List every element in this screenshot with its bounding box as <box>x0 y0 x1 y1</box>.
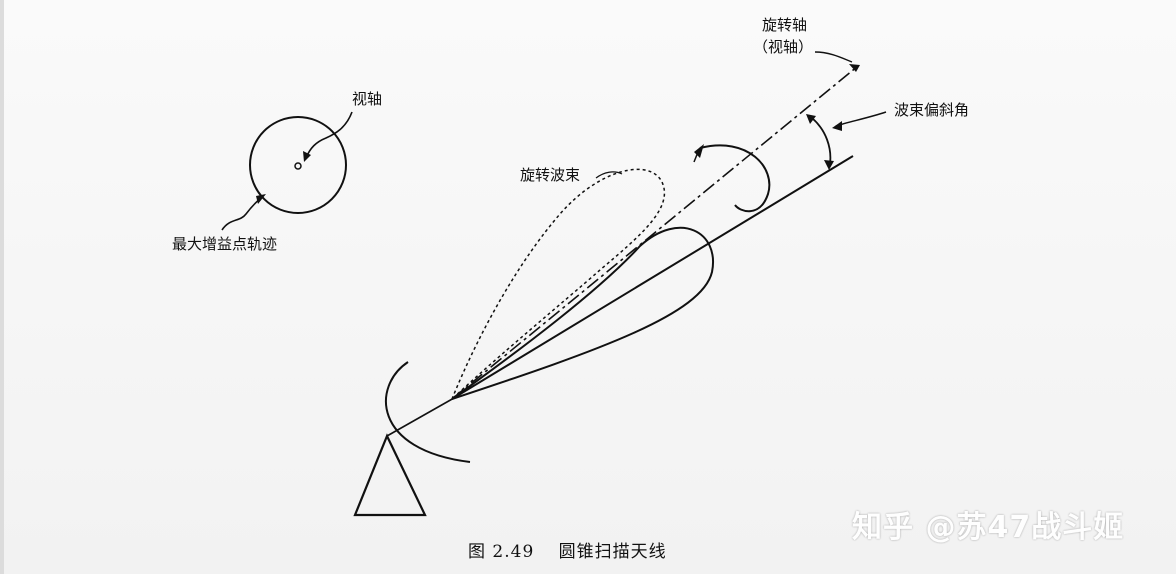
antenna-mount <box>353 433 427 517</box>
boresight-pointer-arrowhead <box>303 151 311 162</box>
watermark: 知乎 @苏47战斗姬 <box>852 510 1125 545</box>
antenna <box>353 361 471 517</box>
rotation-axis-line <box>451 65 859 400</box>
squint-angle-arrowhead-bottom <box>824 160 834 170</box>
rotation-arc <box>699 144 771 213</box>
rotation-axis-sublabel: （视轴） <box>753 38 813 56</box>
rotation-axis-pointer <box>814 51 853 63</box>
squint-angle-arc <box>811 117 832 165</box>
max-gain-locus-label: 最大增益点轨迹 <box>172 235 277 253</box>
feed-support <box>386 397 455 437</box>
inset-locus-figure: 视轴 最大增益点轨迹 <box>172 90 382 253</box>
rotating-beam-label: 旋转波束 <box>520 166 580 184</box>
rotation-arc-arrowhead <box>694 144 704 158</box>
boresight-dot <box>294 162 302 170</box>
squint-angle-pointer <box>835 111 887 127</box>
figure-caption: 图 2.49 圆锥扫描天线 <box>468 537 667 562</box>
max-gain-locus-circle <box>249 116 347 214</box>
rotation-arc-tick <box>693 151 699 163</box>
scan-edge <box>0 0 4 574</box>
max-gain-pointer <box>221 196 263 231</box>
max-gain-pointer-arrowhead <box>256 194 266 204</box>
boresight-label: 视轴 <box>352 90 382 108</box>
boresight-pointer <box>305 111 353 159</box>
figure-number: 图 2.49 <box>468 542 535 562</box>
beam-axis-line <box>451 155 854 400</box>
rotating-beam-dashed <box>451 168 666 400</box>
squint-angle-label: 波束偏斜角 <box>894 101 969 119</box>
figure-title: 圆锥扫描天线 <box>558 542 667 562</box>
rotation-axis-label: 旋转轴 <box>762 16 807 34</box>
squint-angle-arrowhead-top <box>806 114 816 124</box>
main-beam-lobe <box>451 226 715 400</box>
squint-angle-pointer-arrowhead <box>832 121 842 131</box>
reflector-dish <box>385 361 471 463</box>
rotation-axis-arrowhead <box>849 64 860 72</box>
rotating-beam-pointer <box>595 171 623 179</box>
